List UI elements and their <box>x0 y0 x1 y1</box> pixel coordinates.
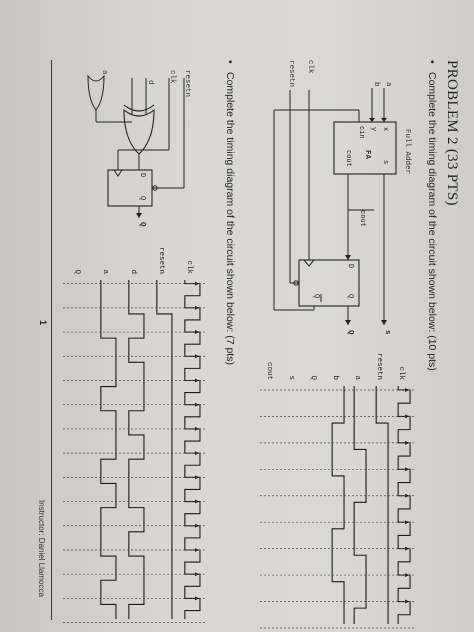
bottom-clock-triangle-icon <box>113 169 123 177</box>
waveform-a <box>353 386 367 624</box>
waveform-clk <box>184 280 201 619</box>
bottom-clk-label: clk <box>168 70 176 84</box>
xor-gate-icon <box>123 108 155 155</box>
top-resetn-label: resetn <box>287 60 295 88</box>
waveform-a <box>100 280 117 619</box>
top-clk-label: clk <box>306 60 314 74</box>
waveform-b <box>331 386 345 624</box>
bottom-resetn-label: resetn <box>183 70 191 98</box>
arrow-a-icon <box>381 118 387 122</box>
arrow-b-icon <box>369 118 375 122</box>
pin-s: s <box>381 160 389 165</box>
bottom-timing-diagram: clk resetn d a Q <box>59 240 209 625</box>
timing-label-q: Q <box>73 269 81 274</box>
ff-q-label: Q <box>346 294 354 299</box>
fa-name: FA <box>363 150 371 160</box>
bottom-ff-q-label: Q <box>138 196 146 201</box>
instruction-top: Complete the timing diagram of the circu… <box>426 72 438 371</box>
timing-label-b: b <box>331 375 339 380</box>
arrow-s-icon <box>381 320 387 325</box>
fa-block <box>333 121 397 175</box>
input-a-label: a <box>384 82 392 87</box>
bullet-2: • <box>224 60 236 64</box>
problem-title: PROBLEM 2 (33 PTS) <box>444 60 460 206</box>
bottom-d-label: d <box>146 80 154 85</box>
timing-label-resetn: resetn <box>157 247 165 274</box>
timing-label-d: d <box>129 269 137 274</box>
timing-label-clk: clk <box>185 260 193 274</box>
footer-rule <box>51 60 52 620</box>
bottom-ff-d-label: D <box>138 173 146 178</box>
or-gate-icon <box>87 74 105 111</box>
reset-bubble-icon <box>293 280 299 286</box>
xor-gate-back <box>123 104 155 112</box>
output-q-label: Q <box>346 330 354 335</box>
bottom-out-q-label: Q <box>138 222 146 227</box>
timing-label-cout: cout <box>265 362 273 380</box>
bottom-reset-bubble-icon <box>152 185 158 191</box>
waveform-d <box>128 280 145 619</box>
arrow-q-icon <box>345 320 351 325</box>
timing-label-q: Q <box>309 375 317 380</box>
footer-instructor: Instructor: Daniel Llamocca <box>37 500 46 597</box>
bullet-1: • <box>426 60 438 64</box>
ff-d-label: D <box>346 264 354 269</box>
output-cout-label: cout <box>358 210 366 227</box>
arrow-cout-icon <box>345 255 351 260</box>
clock-triangle-icon <box>302 259 316 267</box>
timing-label-a: a <box>353 375 361 380</box>
full-adder-circuit <box>273 88 397 325</box>
arrow-bottom-q-icon <box>136 213 142 218</box>
timing-label-resetn: resetn <box>375 353 383 380</box>
timing-label-s: s <box>287 375 295 380</box>
pin-cin: cin <box>357 126 365 139</box>
waveform-clk <box>397 386 411 624</box>
pin-y: y <box>369 127 377 132</box>
bottom-timing-svg: clk resetn d a Q <box>62 247 205 623</box>
pin-x: x <box>381 127 389 132</box>
xor-flipflop-circuit <box>87 74 185 218</box>
pin-cout: cout <box>344 150 352 167</box>
waveform-resetn <box>156 280 173 619</box>
waveform-resetn <box>375 386 389 624</box>
ff-qbar-label: Q <box>312 294 320 299</box>
instruction-bottom: Complete the timing diagram of the circu… <box>224 72 236 365</box>
top-timing-svg: clk resetn a b Qs cout <box>257 353 414 629</box>
fa-title: Full Adder <box>403 129 411 175</box>
timing-label-clk: clk <box>397 366 405 380</box>
input-b-label: b <box>372 82 380 87</box>
output-s-label: s <box>383 330 391 335</box>
bottom-a-label: a <box>100 70 108 75</box>
page-number: 1 <box>38 320 48 326</box>
timing-label-a: a <box>101 269 109 274</box>
